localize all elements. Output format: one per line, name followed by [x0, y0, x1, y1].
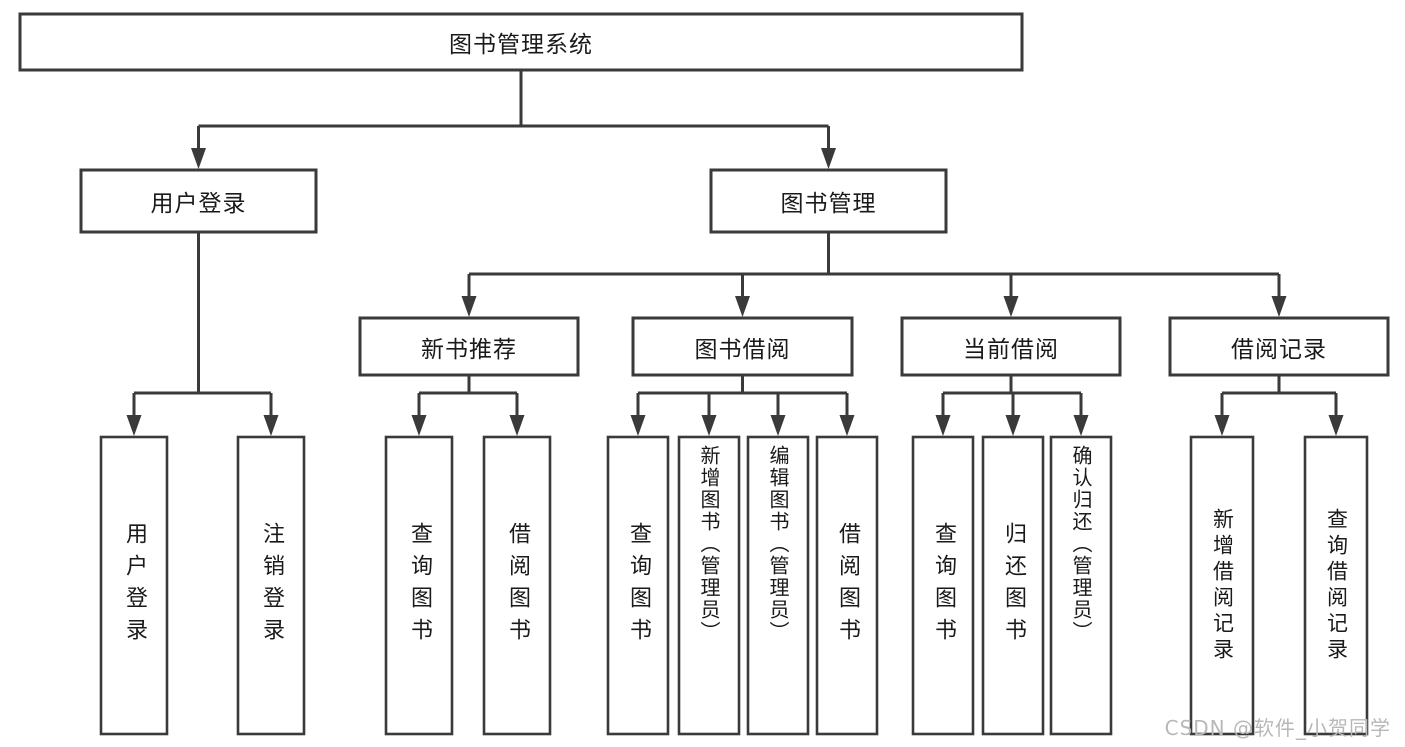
arrow-head-leaf-edit-book [770, 415, 786, 436]
node-box-new-book-recommend[interactable] [358, 316, 580, 377]
arrow-head-leaf-return-book [1005, 415, 1021, 436]
node-box-layer [18, 12, 1390, 736]
node-box-leaf-query-book-current[interactable] [911, 435, 975, 736]
node-box-leaf-add-book[interactable] [677, 435, 741, 736]
node-box-book-manage[interactable] [709, 168, 948, 234]
arrow-head-leaf-borrow-book-new [509, 415, 525, 436]
node-box-current-borrow[interactable] [900, 316, 1122, 377]
arrow-head-leaf-add-record [1214, 415, 1230, 436]
node-box-leaf-query-book-borrow[interactable] [606, 435, 670, 736]
arrow-head-leaf-query-book-new [411, 415, 427, 436]
node-box-leaf-confirm-return[interactable] [1049, 435, 1113, 736]
node-box-root[interactable] [18, 12, 1024, 72]
arrow-head-leaf-query-book-current [935, 415, 951, 436]
arrow-head-current-borrow [1003, 296, 1019, 317]
node-box-leaf-logout[interactable] [236, 435, 306, 736]
node-box-leaf-query-record[interactable] [1303, 435, 1369, 736]
arrow-head-user-login [191, 148, 206, 169]
node-box-leaf-borrow-book[interactable] [815, 435, 879, 736]
arrow-head-leaf-query-record [1328, 415, 1344, 436]
node-box-borrow-record[interactable] [1168, 316, 1390, 377]
csdn-watermark: CSDN @软件_小贺同学 [1164, 716, 1391, 740]
arrow-head-leaf-query-book-borrow [630, 415, 646, 436]
arrow-head-leaf-confirm-return [1073, 415, 1089, 436]
node-box-leaf-return-book[interactable] [981, 435, 1045, 736]
node-box-book-borrow[interactable] [631, 316, 854, 377]
node-box-leaf-edit-book[interactable] [746, 435, 810, 736]
arrow-head-book-manage [821, 148, 836, 169]
connector-layer [126, 70, 1344, 436]
arrow-head-book-borrow [735, 296, 750, 317]
node-box-leaf-add-record[interactable] [1189, 435, 1255, 736]
arrow-head-leaf-borrow-book [839, 415, 855, 436]
arrow-head-new-book-recommend [461, 296, 477, 317]
node-box-leaf-query-book-new[interactable] [384, 435, 454, 736]
node-box-leaf-borrow-book-new[interactable] [482, 435, 552, 736]
arrow-head-borrow-record [1271, 296, 1287, 317]
arrow-head-leaf-logout [263, 415, 279, 436]
arrow-head-leaf-user-login [126, 415, 142, 436]
node-box-leaf-user-login[interactable] [99, 435, 169, 736]
node-box-user-login[interactable] [79, 168, 318, 234]
arrow-head-leaf-add-book [701, 415, 717, 436]
